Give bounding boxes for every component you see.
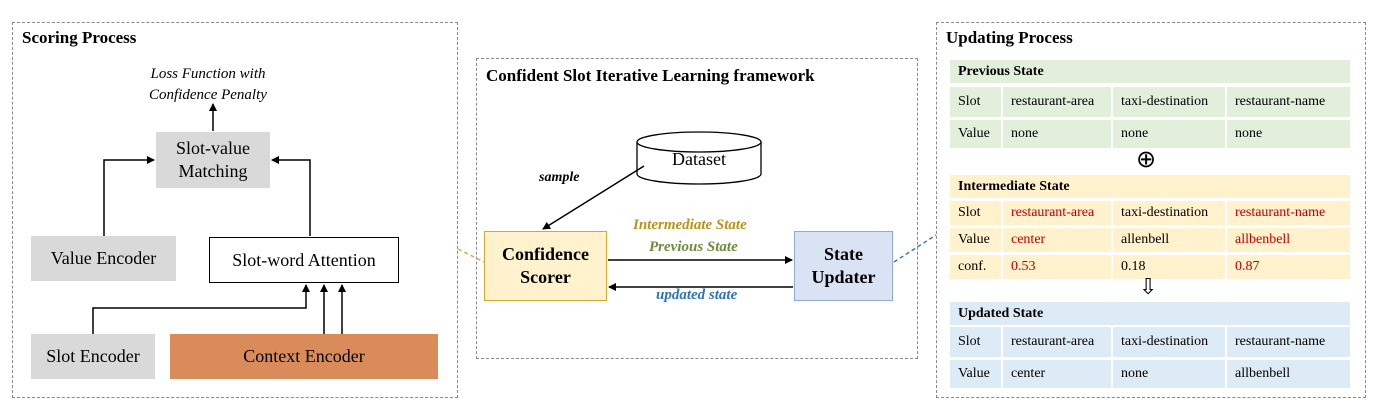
loss-function-label: Loss Function with Confidence Penalty — [128, 64, 288, 106]
loss-function-line2: Confidence Penalty — [149, 87, 267, 103]
table-cell: restaurant-name — [1235, 205, 1326, 220]
table-cell: taxi-destination — [1113, 201, 1227, 225]
value-encoder-box: Value Encoder — [31, 236, 176, 281]
table-cell: restaurant-area — [1003, 201, 1113, 225]
table-row: Slot restaurant-area taxi-destination re… — [950, 201, 1350, 225]
table-cell: allbenbell — [1235, 366, 1291, 381]
scoring-process-title: Scoring Process — [22, 28, 137, 47]
table-cell: center — [1003, 360, 1113, 388]
table-cell: none — [1003, 120, 1113, 148]
slot-value-matching-line1: Slot-value — [176, 138, 250, 158]
table-row: Value none none none — [950, 120, 1350, 148]
state-updater-line2: Updater — [811, 267, 876, 287]
table-cell: restaurant-name — [1235, 334, 1326, 349]
state-updater-line1: State — [824, 244, 863, 264]
table-cell: restaurant-area — [1003, 87, 1113, 117]
updated-state-table: Slot restaurant-area taxi-destination re… — [950, 324, 1350, 391]
loss-function-line1: Loss Function with — [150, 66, 266, 82]
previous-state-table: Slot restaurant-area taxi-destination re… — [950, 84, 1350, 151]
table-cell: 0.18 — [1113, 255, 1227, 279]
table-cell: allbenbell — [1235, 232, 1291, 247]
table-cell: none — [1113, 120, 1227, 148]
updated-state-label: updated state — [656, 287, 738, 303]
plus-icon: ⊕ — [1136, 145, 1157, 173]
updating-process-panel — [936, 22, 1366, 398]
table-row: Slot restaurant-area taxi-destination re… — [950, 87, 1350, 117]
sample-label: sample — [539, 170, 580, 185]
table-cell: Value — [950, 120, 1003, 148]
table-cell: Slot — [950, 201, 1003, 225]
previous-state-label: Previous State — [649, 239, 738, 255]
slot-value-matching-box: Slot-value Matching — [156, 132, 270, 188]
scoring-process-panel — [12, 22, 458, 398]
slot-word-attention-box: Slot-word Attention — [209, 237, 399, 283]
confidence-scorer-line1: Confidence — [502, 244, 589, 264]
context-encoder-box: Context Encoder — [170, 334, 438, 379]
table-cell: none — [1235, 126, 1263, 141]
table-cell: Slot — [950, 87, 1003, 117]
table-cell: conf. — [950, 255, 1003, 279]
previous-state-header: Previous State — [950, 60, 1350, 83]
table-cell: restaurant-area — [1003, 327, 1113, 357]
state-updater-box: State Updater — [794, 231, 893, 301]
down-arrow-icon: ⇩ — [1139, 275, 1158, 300]
confidence-scorer-box: Confidence Scorer — [484, 231, 607, 301]
table-cell: none — [1113, 360, 1227, 388]
table-cell: Value — [950, 228, 1003, 252]
table-cell: taxi-destination — [1113, 327, 1227, 357]
confidence-scorer-line2: Scorer — [520, 267, 571, 287]
table-cell: Value — [950, 360, 1003, 388]
table-row: Value center none allbenbell — [950, 360, 1350, 388]
intermediate-state-table: Slot restaurant-area taxi-destination re… — [950, 198, 1350, 282]
table-cell: allenbell — [1113, 228, 1227, 252]
table-cell: 0.53 — [1003, 255, 1113, 279]
table-cell: restaurant-name — [1235, 94, 1326, 109]
table-cell: center — [1003, 228, 1113, 252]
updated-state-header: Updated State — [950, 302, 1350, 325]
table-cell: taxi-destination — [1113, 87, 1227, 117]
framework-title: Confident Slot Iterative Learning framew… — [486, 66, 815, 85]
slot-encoder-box: Slot Encoder — [31, 334, 155, 379]
updating-process-title: Updating Process — [946, 28, 1073, 47]
table-cell: 0.87 — [1235, 259, 1260, 274]
framework-panel — [476, 58, 918, 359]
table-cell: Slot — [950, 327, 1003, 357]
slot-value-matching-line2: Matching — [178, 161, 248, 181]
intermediate-state-header: Intermediate State — [950, 175, 1350, 198]
table-row: Value center allenbell allbenbell — [950, 228, 1350, 252]
intermediate-state-label: Intermediate State — [633, 217, 747, 233]
table-row: Slot restaurant-area taxi-destination re… — [950, 327, 1350, 357]
table-row: conf. 0.53 0.18 0.87 — [950, 255, 1350, 279]
dataset-label: Dataset — [672, 149, 726, 169]
